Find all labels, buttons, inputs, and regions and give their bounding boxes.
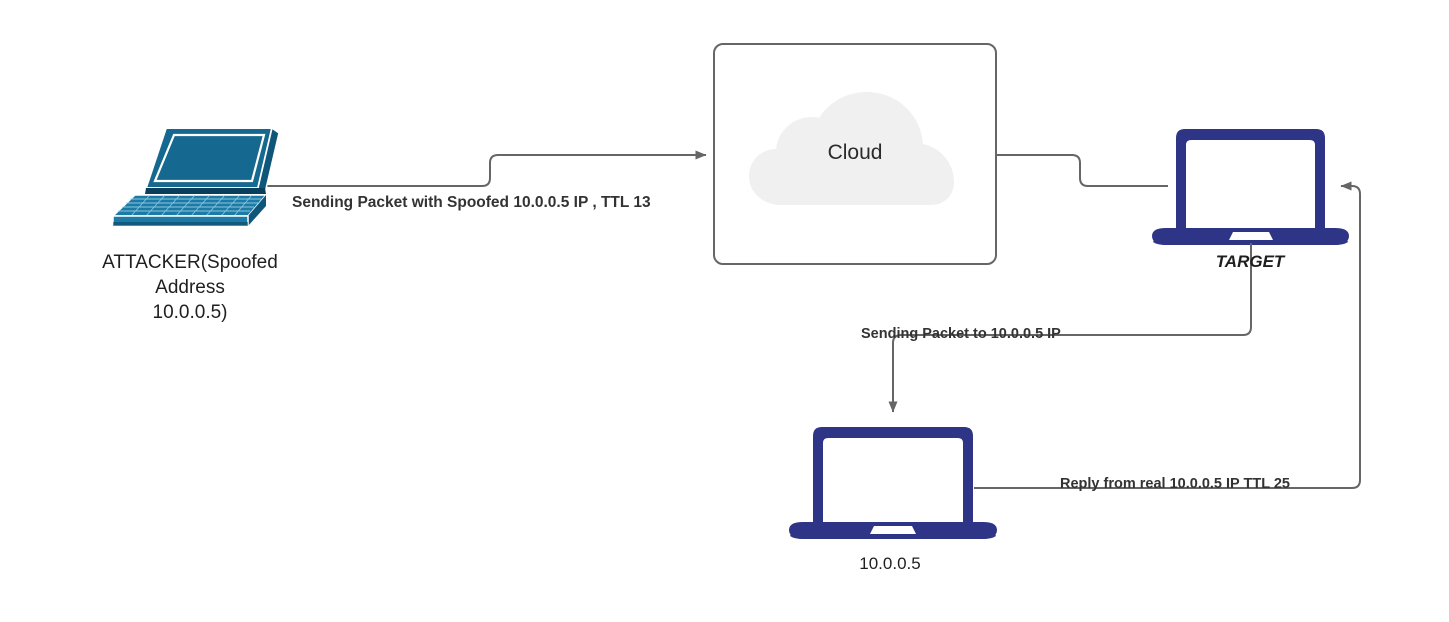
victim-laptop-icon [789, 427, 997, 539]
edge-attacker-to-cloud-path [262, 150, 707, 187]
edge-victim-to-target [974, 181, 1361, 489]
edge-attacker-to-cloud [262, 150, 707, 187]
edge-target-to-victim [888, 243, 1252, 413]
edge-victim-to-target-path [974, 181, 1361, 489]
attacker-laptop-icon [111, 126, 280, 227]
edge-cloud-to-target [997, 154, 1168, 187]
edge-target-to-victim-path [888, 243, 1252, 413]
cloud-container [713, 43, 997, 265]
edge-cloud-to-target-path [997, 154, 1168, 187]
target-laptop-icon [1152, 129, 1349, 245]
cloud-icon [749, 92, 954, 205]
